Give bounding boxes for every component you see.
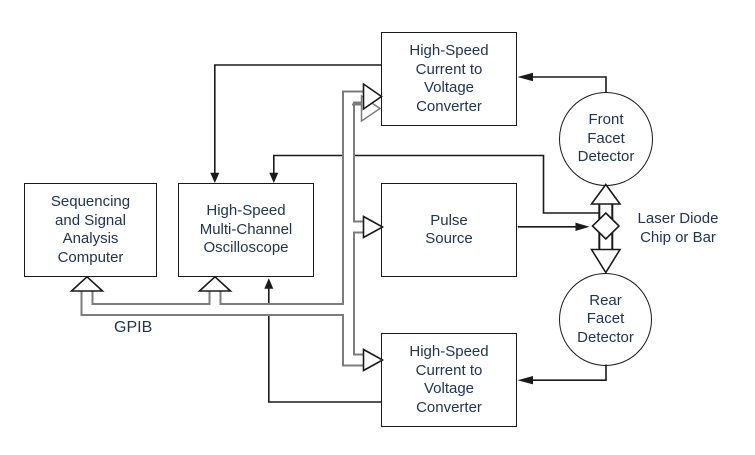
box-current-to-voltage-converter-bottom: High-Speed Current to Voltage Converter — [381, 333, 517, 427]
line-converter-bottom-to-scope — [268, 288, 382, 403]
box-pulse-source-label: Pulse Source — [425, 211, 473, 248]
circle-rear-facet-detector: Rear Facet Detector — [559, 273, 652, 366]
gpib-arrow-computer — [69, 275, 105, 292]
arrowhead-into-scope-left — [210, 172, 220, 183]
gpib-arrow-converter-top-gray — [360, 94, 382, 123]
box-sequencing-computer: Sequencing and Signal Analysis Computer — [24, 183, 157, 277]
line-rear-detector-to-converter — [533, 364, 607, 381]
label-laser-diode-chip-or-bar: Laser Diode Chip or Bar — [637, 210, 719, 246]
box-current-to-voltage-converter-top-label: High-Speed Current to Voltage Converter — [409, 42, 489, 115]
box-sequencing-computer-label: Sequencing and Signal Analysis Computer — [50, 193, 131, 266]
line-front-detector-to-converter — [533, 76, 607, 93]
box-oscilloscope-label: High-Speed Multi-Channel Oscilloscope — [199, 202, 293, 257]
arrowhead-into-scope-bottom — [264, 278, 274, 289]
box-pulse-source: Pulse Source — [381, 183, 517, 277]
laser-diode-symbol — [591, 211, 621, 241]
label-gpib: GPIB — [114, 319, 153, 336]
gpib-arrow-oscilloscope — [197, 275, 233, 292]
arrowhead-into-diode — [575, 222, 590, 231]
box-oscilloscope: High-Speed Multi-Channel Oscilloscope — [178, 183, 314, 277]
gpib-arrow-pulse-source — [362, 215, 385, 239]
arrowhead-into-converter-top — [517, 72, 533, 82]
gpib-arrow-converter-bottom — [362, 348, 385, 372]
arrowhead-into-converter-bottom — [517, 376, 533, 385]
circle-front-facet-detector-label: Front Facet Detector — [577, 111, 635, 166]
box-current-to-voltage-converter-top: High-Speed Current to Voltage Converter — [381, 32, 517, 126]
line-converter-top-to-scope — [214, 64, 382, 174]
arrowhead-into-scope-right — [269, 172, 279, 183]
circle-rear-facet-detector-label: Rear Facet Detector — [577, 291, 634, 346]
box-current-to-voltage-converter-bottom-label: High-Speed Current to Voltage Converter — [409, 343, 489, 416]
light-path-arrows — [589, 183, 622, 275]
gpib-arrow-converter-top — [362, 82, 383, 111]
circle-front-facet-detector: Front Facet Detector — [559, 92, 653, 186]
light-arrow-to-front-detector — [589, 183, 622, 205]
light-arrow-to-rear-detector — [590, 248, 622, 275]
